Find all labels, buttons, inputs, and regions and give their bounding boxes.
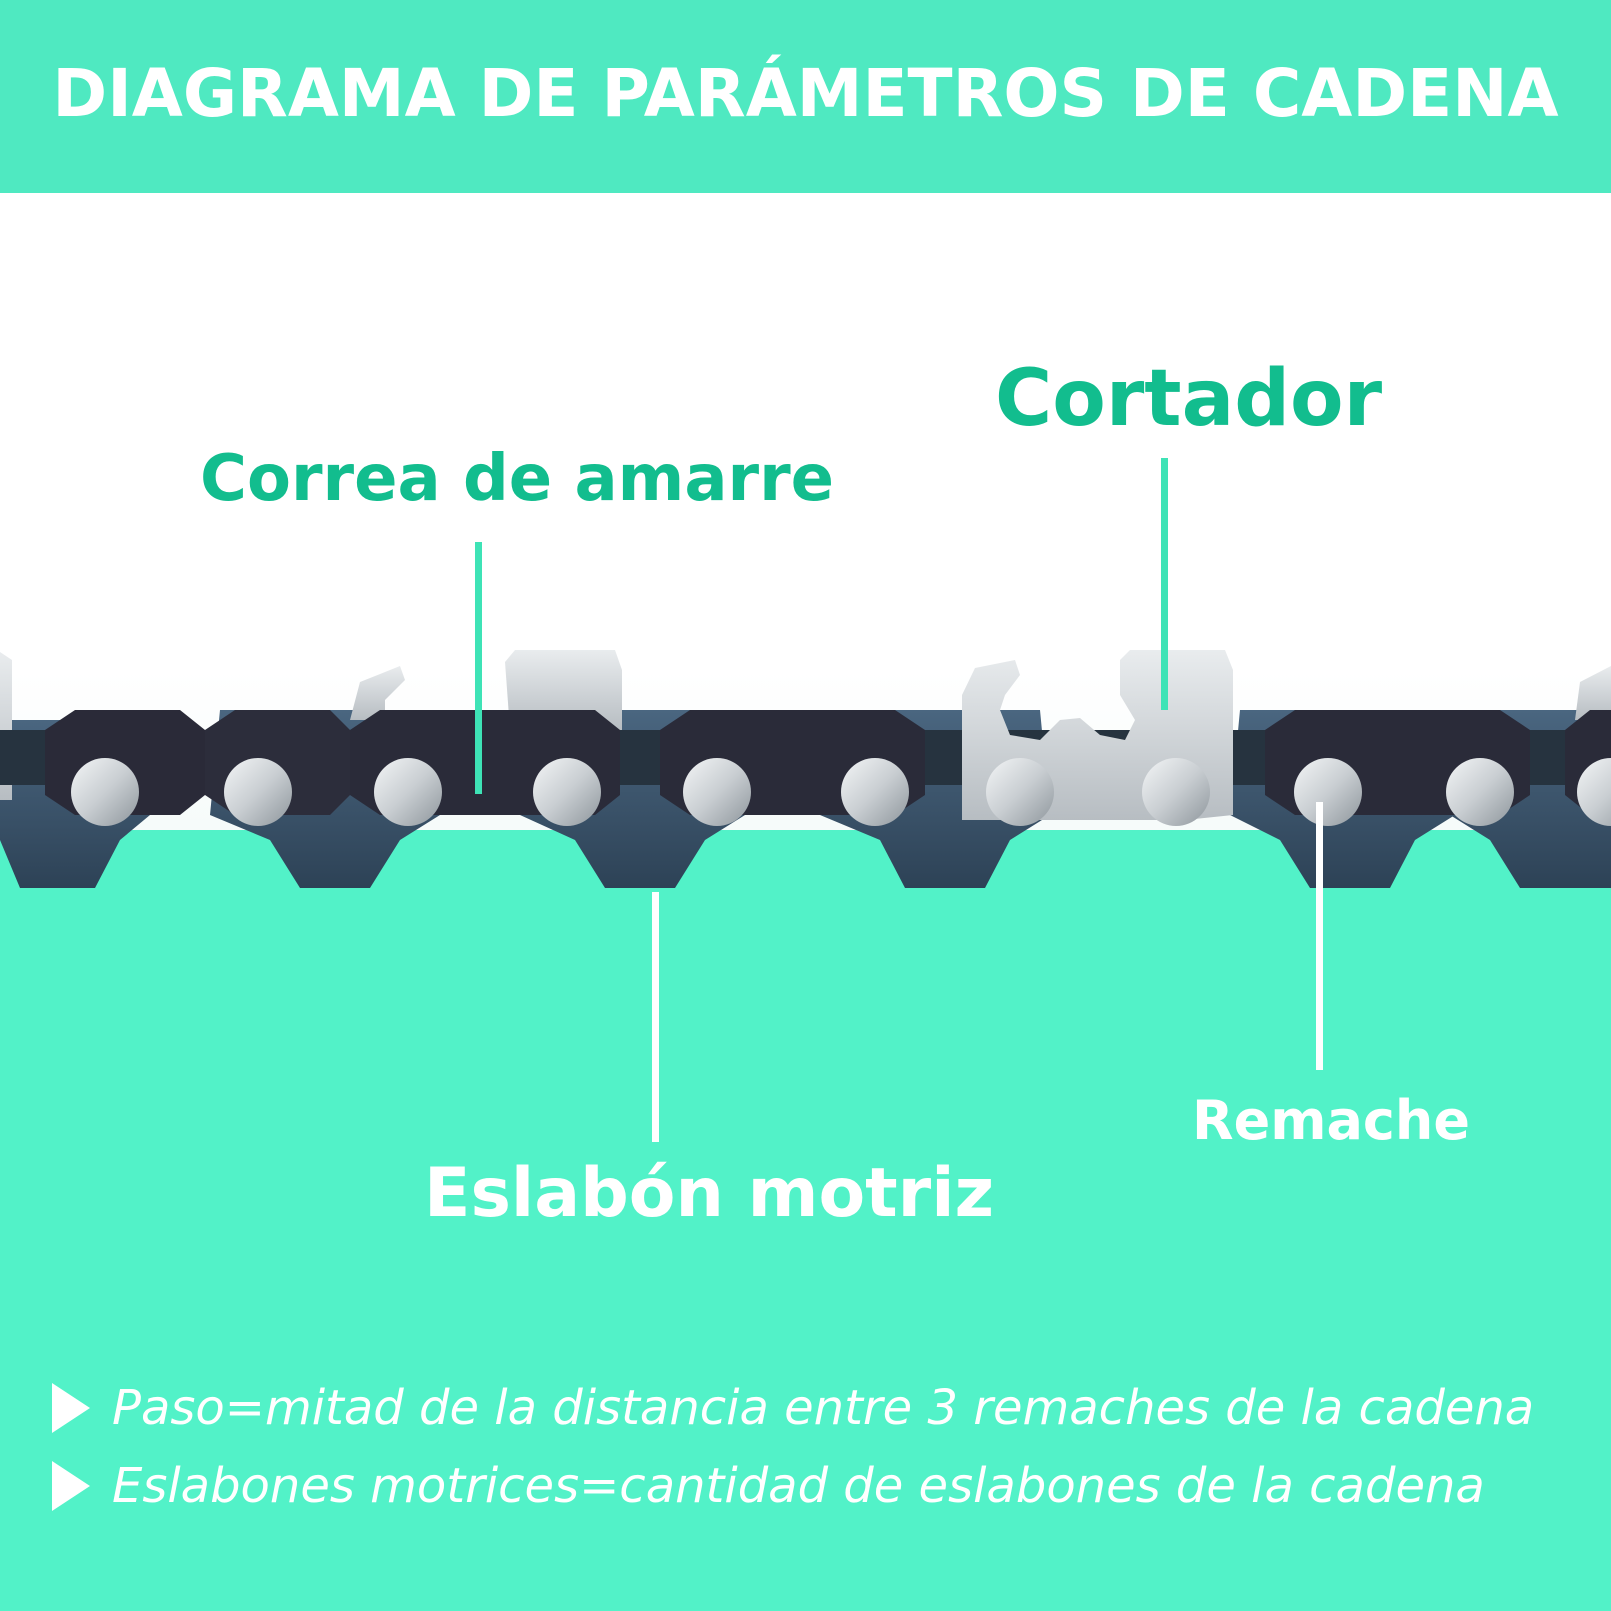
lower-background — [0, 830, 1611, 1611]
header-banner: DIAGRAMA DE PARÁMETROS DE CADENA — [0, 0, 1611, 193]
rivets — [71, 758, 1611, 826]
rivet-label: Remache — [1192, 1089, 1470, 1152]
rivet — [71, 758, 139, 826]
rivet — [1446, 758, 1514, 826]
note-item: Paso=mitad de la distancia entre 3 remac… — [52, 1380, 1602, 1436]
drive-link-label: Eslabón motriz — [424, 1154, 995, 1233]
rivet — [841, 758, 909, 826]
rivet — [1577, 758, 1611, 826]
rivet — [533, 758, 601, 826]
rivet — [1294, 758, 1362, 826]
tie-strap-leader-line — [475, 542, 482, 794]
play-triangle-icon — [52, 1383, 90, 1433]
rivet-leader-line — [1316, 802, 1323, 1070]
notes-list: Paso=mitad de la distancia entre 3 remac… — [52, 1380, 1602, 1536]
play-triangle-icon — [52, 1461, 90, 1511]
cutter-leader-line — [1161, 458, 1168, 710]
note-text: Paso=mitad de la distancia entre 3 remac… — [112, 1380, 1535, 1436]
rivet — [683, 758, 751, 826]
chain-illustration — [0, 650, 1611, 888]
note-item: Eslabones motrices=cantidad de eslabones… — [52, 1458, 1602, 1514]
rivet — [374, 758, 442, 826]
drive-link-leader-line — [652, 892, 659, 1142]
page-title: DIAGRAMA DE PARÁMETROS DE CADENA — [52, 54, 1559, 132]
rivet — [986, 758, 1054, 826]
rivet — [224, 758, 292, 826]
tie-strap-label: Correa de amarre — [200, 442, 835, 516]
cutter-label: Cortador — [995, 354, 1383, 444]
rivet — [1142, 758, 1210, 826]
note-text: Eslabones motrices=cantidad de eslabones… — [112, 1458, 1485, 1514]
